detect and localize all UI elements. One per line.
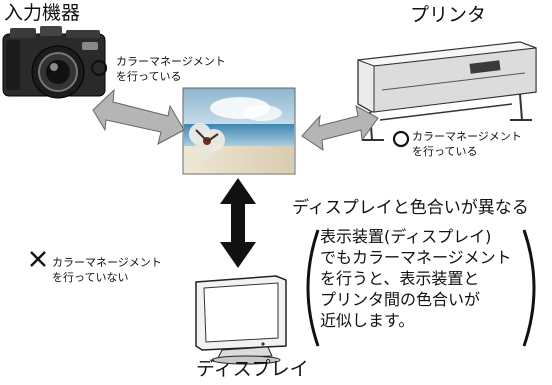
display-label: ディスプレイ xyxy=(196,358,309,380)
status-cross-display xyxy=(30,251,46,267)
status-circle-input xyxy=(90,59,108,77)
arrow-photo-display xyxy=(220,178,256,268)
input-device-label: 入力機器 xyxy=(4,2,81,24)
display-monitor-icon xyxy=(195,275,287,365)
arrow-printer-photo xyxy=(301,105,379,152)
status-circle-printer xyxy=(392,130,410,148)
input-device-note: カラーマネージメント を行っている xyxy=(116,54,226,84)
explanation-line-3: を行うと、表示装置と xyxy=(320,269,480,288)
camera-icon xyxy=(2,26,106,99)
right-parenthesis xyxy=(522,229,536,347)
left-parenthesis xyxy=(306,229,320,347)
input-device-note-line-1: カラーマネージメント xyxy=(116,55,226,68)
printer-label: プリンタ xyxy=(410,4,487,26)
hibiscus-flower-icon xyxy=(189,123,225,160)
explanation-line-2: でもカラーマネージメント xyxy=(320,248,512,267)
input-device-note-line-2: を行っている xyxy=(116,70,182,83)
explanation-line-5: 近似します。 xyxy=(320,311,415,330)
explanation-line-4: プリンタ間の色合いが xyxy=(320,290,481,309)
printer-note-line-1: カラーマネージメント xyxy=(412,130,522,143)
explanation-text: 表示装置(ディスプレイ) でもカラーマネージメント を行うと、表示装置と プリン… xyxy=(320,226,530,331)
explanation-line-1: 表示装置(ディスプレイ) xyxy=(320,227,492,246)
arrow-camera-photo xyxy=(92,88,185,145)
display-note-line-2: を行っていない xyxy=(52,271,129,284)
headline: ディスプレイと色合いが異なる xyxy=(292,198,529,218)
printer-icon xyxy=(357,41,537,141)
sample-photo xyxy=(182,87,296,175)
printer-note: カラーマネージメント を行っている xyxy=(412,129,522,159)
display-note: カラーマネージメント を行っていない xyxy=(52,255,162,285)
printer-note-line-2: を行っている xyxy=(412,145,478,158)
display-note-line-1: カラーマネージメント xyxy=(52,256,162,269)
